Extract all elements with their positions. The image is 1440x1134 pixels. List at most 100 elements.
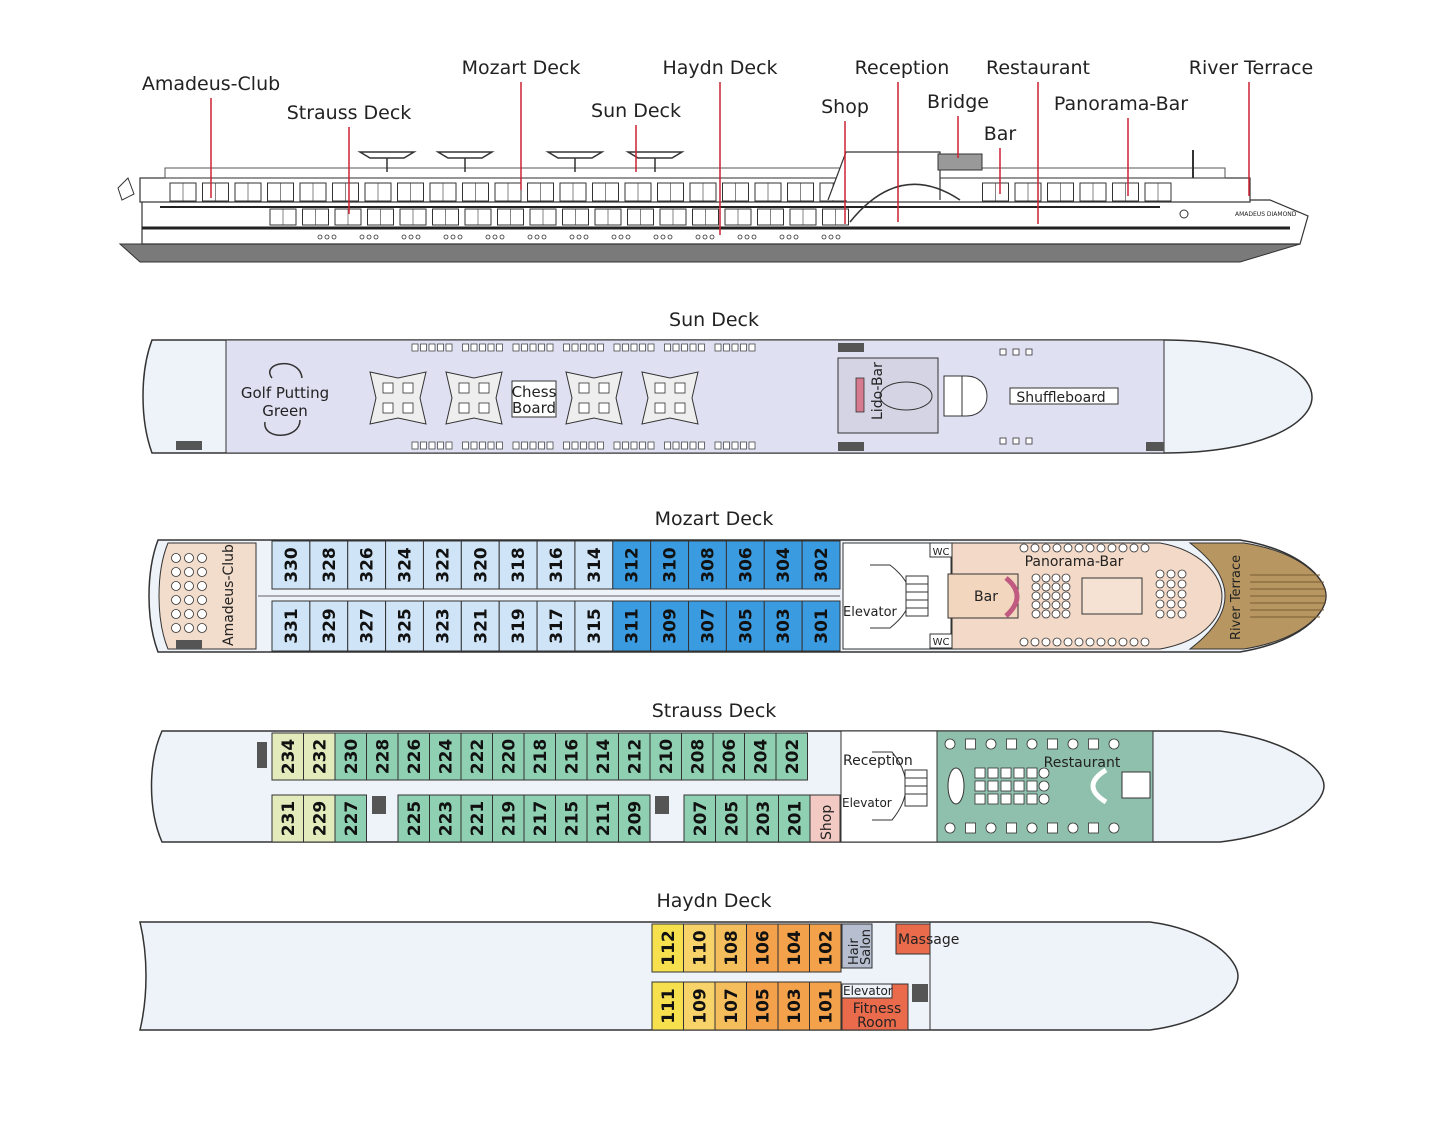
cabin [586,794,619,843]
restaurant-table [1026,780,1038,792]
sun-lounger [470,441,478,450]
profile-porthole [534,234,540,240]
sun-lounger [698,343,705,352]
sun-table [598,402,610,414]
restaurant-seats [944,738,1120,834]
sun-lounger [613,441,621,450]
sun-lounger [445,343,453,352]
panorama-seat [1030,543,1040,553]
sun-lounger [411,441,419,450]
sun-lounger [622,343,629,352]
cabin-number: 103 [785,988,805,1024]
profile-porthole [317,234,323,240]
cabin-number: 205 [722,801,742,837]
profile-porthole [576,234,582,240]
sun-lounger [698,441,705,450]
cabin-number: 228 [373,739,393,775]
cabin [746,923,779,973]
sun-lounger [487,441,495,450]
sun-lounger [681,343,688,352]
cabin [309,540,349,590]
sun-lounger [529,441,537,450]
cabin-number: 209 [625,801,645,837]
sun-table [402,382,414,394]
club-seat [184,553,194,563]
cabin [809,981,842,1031]
profile-porthole [793,234,799,240]
sun-lounger [462,343,469,352]
golf-green-outline [264,363,303,436]
sun-lounger [479,441,486,450]
cabin-number: 301 [812,608,832,644]
profile-porthole [331,234,337,240]
restaurant-table [1026,793,1038,805]
panorama-seat [1041,600,1051,610]
sun-lounger [664,441,671,450]
cabin [492,794,525,843]
panorama-seat [1019,543,1029,553]
profile-porthole [499,234,505,240]
sun-lounger [748,441,756,450]
cabin [683,794,716,843]
sun-lounger [470,343,478,352]
panorama-seat [1031,573,1041,583]
stairs [838,442,864,451]
profile-porthole [457,234,463,240]
restaurant-table [987,793,999,805]
club-seat [184,595,194,605]
sun-lounger [639,441,646,450]
profile-label: Shop [821,96,869,118]
profile-sun-rail [164,167,1226,179]
cabin [397,794,430,843]
cabin-number: 105 [753,988,773,1024]
panorama-seat [1096,543,1106,553]
cabin [347,600,387,652]
cabin [460,794,493,843]
panorama-seat [1031,600,1041,610]
cabin [422,540,462,590]
profile-porthole [408,234,414,240]
restaurant-table [1108,738,1120,750]
sun-lounger [597,441,604,450]
cabin [366,732,399,781]
cabin-number: 229 [310,801,330,837]
cabin-number: 101 [816,988,836,1024]
profile-label: Mozart Deck [462,57,581,79]
profile-label: Sun Deck [591,100,681,122]
cabin-number: 222 [468,739,488,775]
profile-porthole [450,234,456,240]
panorama-seats [1019,543,1187,647]
profile-label: Haydn Deck [662,57,777,79]
golf-label: Green [262,402,307,420]
sun-lounger [731,441,739,450]
sun-lounger [445,441,453,450]
sun-lounger [437,343,444,352]
panorama-seat [1177,609,1187,619]
cabin [309,600,349,652]
cabin [715,794,748,843]
panorama-seat [1041,609,1051,619]
bar-label: Bar [974,589,998,605]
cabin [725,600,765,652]
restaurant-table [1038,793,1050,805]
sun-lounger [580,343,587,352]
cabin-number: 108 [722,930,742,966]
profile-label: Strauss Deck [287,102,412,124]
profile-windows-lower [269,208,849,240]
chess-label: Chess [512,383,557,401]
sun-lounger [664,343,671,352]
club-seat [197,623,207,633]
club-seats [171,553,207,633]
sun-lounger [647,441,655,450]
cabin [385,540,424,590]
cabin-number: 227 [342,801,362,837]
sun-tables [369,371,699,425]
panorama-seat [1061,609,1071,619]
cabin-number: 310 [661,547,681,583]
cabin [688,600,727,652]
profile-porthole [751,234,757,240]
cabin [714,981,747,1031]
restaurant-table [987,780,999,792]
panorama-seat [1177,589,1187,599]
